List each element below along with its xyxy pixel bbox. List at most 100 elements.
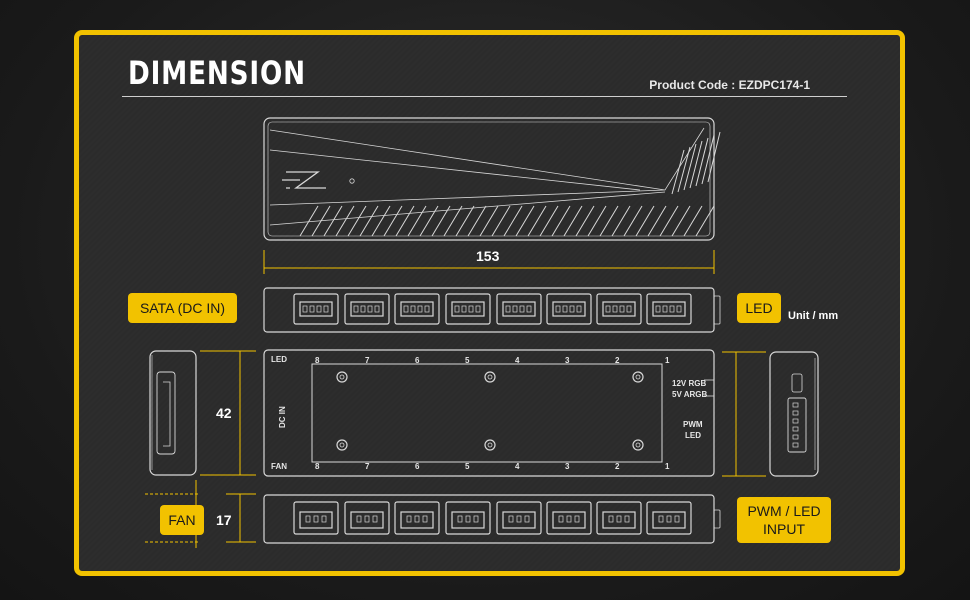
fan-port [445, 501, 491, 535]
fan-row-label: FAN [271, 462, 287, 471]
port-number: 2 [615, 356, 620, 365]
product-code-value: EZDPC174-1 [738, 78, 810, 92]
product-code-label: Product Code : [649, 78, 739, 92]
dc-in-label: DC IN [278, 406, 287, 428]
title-divider [122, 96, 847, 97]
stripe-line [359, 205, 379, 237]
depth-value: 17 [216, 512, 232, 528]
port-number: 4 [515, 462, 520, 471]
stripe-line [371, 205, 391, 237]
header-pin [792, 402, 799, 408]
stripe-line [563, 205, 583, 237]
sata-socket [156, 371, 176, 455]
stripe-line [407, 205, 427, 237]
pwm-led-header [787, 397, 807, 453]
screw-hole-icon [484, 371, 496, 383]
fan-port [646, 501, 692, 535]
header-pin [792, 434, 799, 440]
mode-line-2: LED [685, 431, 701, 440]
screw-hole-icon [484, 439, 496, 451]
port-number: 5 [465, 462, 470, 471]
stripe-line [527, 205, 547, 237]
stripe-line [311, 205, 331, 237]
stripe-line [467, 205, 487, 237]
fan-label: FAN [160, 505, 204, 535]
stripe-line [695, 205, 715, 237]
top-view [263, 117, 721, 241]
indicator-dot-icon [349, 178, 355, 184]
mode-switch-icon [791, 373, 803, 393]
port-number: 3 [565, 462, 570, 471]
port-number: 2 [615, 462, 620, 471]
length-value: 153 [476, 248, 500, 264]
screw-hole-icon [336, 371, 348, 383]
height-value: 42 [216, 405, 232, 421]
stripe-line [623, 205, 643, 237]
port-number: 7 [365, 356, 370, 365]
header-pin [792, 442, 799, 448]
stripe-line [419, 205, 439, 237]
unit-label: Unit / mm [788, 310, 839, 322]
stripe-line [683, 143, 697, 191]
top-view-inner-edge [267, 121, 711, 237]
led-port [546, 293, 592, 325]
led-port [394, 293, 440, 325]
stripe-line [551, 205, 571, 237]
product-code: Product Code : EZDPC174-1 [649, 78, 810, 92]
stripe-line [395, 205, 415, 237]
led-port [293, 293, 339, 325]
screw-hole-icon [632, 371, 644, 383]
stripe-line [671, 205, 691, 237]
right-side-body [769, 351, 819, 477]
fan-port [596, 501, 642, 535]
header-pin [792, 426, 799, 432]
stripe-line [689, 140, 703, 189]
fan-port [546, 501, 592, 535]
stripe-line [431, 205, 451, 237]
port-number: 4 [515, 356, 520, 365]
stripe-line [575, 205, 595, 237]
stripe-line [635, 205, 655, 237]
port-number: 6 [415, 356, 420, 365]
board-view [263, 349, 715, 477]
port-number: 6 [415, 462, 420, 471]
board-recess [311, 363, 663, 463]
left-side-view [149, 350, 197, 476]
voltage-line-2: 5V ARGB [672, 390, 707, 399]
pwm-led-input-label: PWM / LED INPUT [737, 497, 831, 543]
stripe-line [503, 205, 523, 237]
header-pin [792, 418, 799, 424]
voltage-line-1: 12V RGB [672, 379, 706, 388]
height-dimension-line [200, 350, 256, 476]
led-side-connector [713, 295, 721, 325]
ez-logo-icon [282, 171, 326, 189]
stripe-line [683, 205, 703, 237]
led-row-label: LED [271, 355, 287, 364]
port-number: 7 [365, 462, 370, 471]
fan-port [344, 501, 390, 535]
top-view-body [263, 117, 715, 241]
front-view-led-ports [263, 287, 721, 333]
stripe-line [701, 134, 715, 185]
header-pins [792, 402, 799, 448]
port-number: 8 [315, 462, 320, 471]
screw-holes [336, 371, 644, 451]
right-side-view [769, 351, 819, 477]
led-port [646, 293, 692, 325]
stripe-line [299, 205, 319, 237]
sata-dc-in-label: SATA (DC IN) [128, 293, 237, 323]
top-view-stripes [299, 131, 721, 237]
mode-line-1: PWM [683, 420, 703, 429]
stripe-line [383, 205, 403, 237]
fan-port [394, 501, 440, 535]
length-dimension-line [263, 250, 715, 274]
port-number: 5 [465, 356, 470, 365]
port-number: 3 [565, 356, 570, 365]
stripe-line [677, 146, 691, 193]
height-dimension-line-right [722, 351, 766, 477]
stripe-line [659, 205, 679, 237]
stripe-line [347, 205, 367, 237]
port-number: 8 [315, 356, 320, 365]
